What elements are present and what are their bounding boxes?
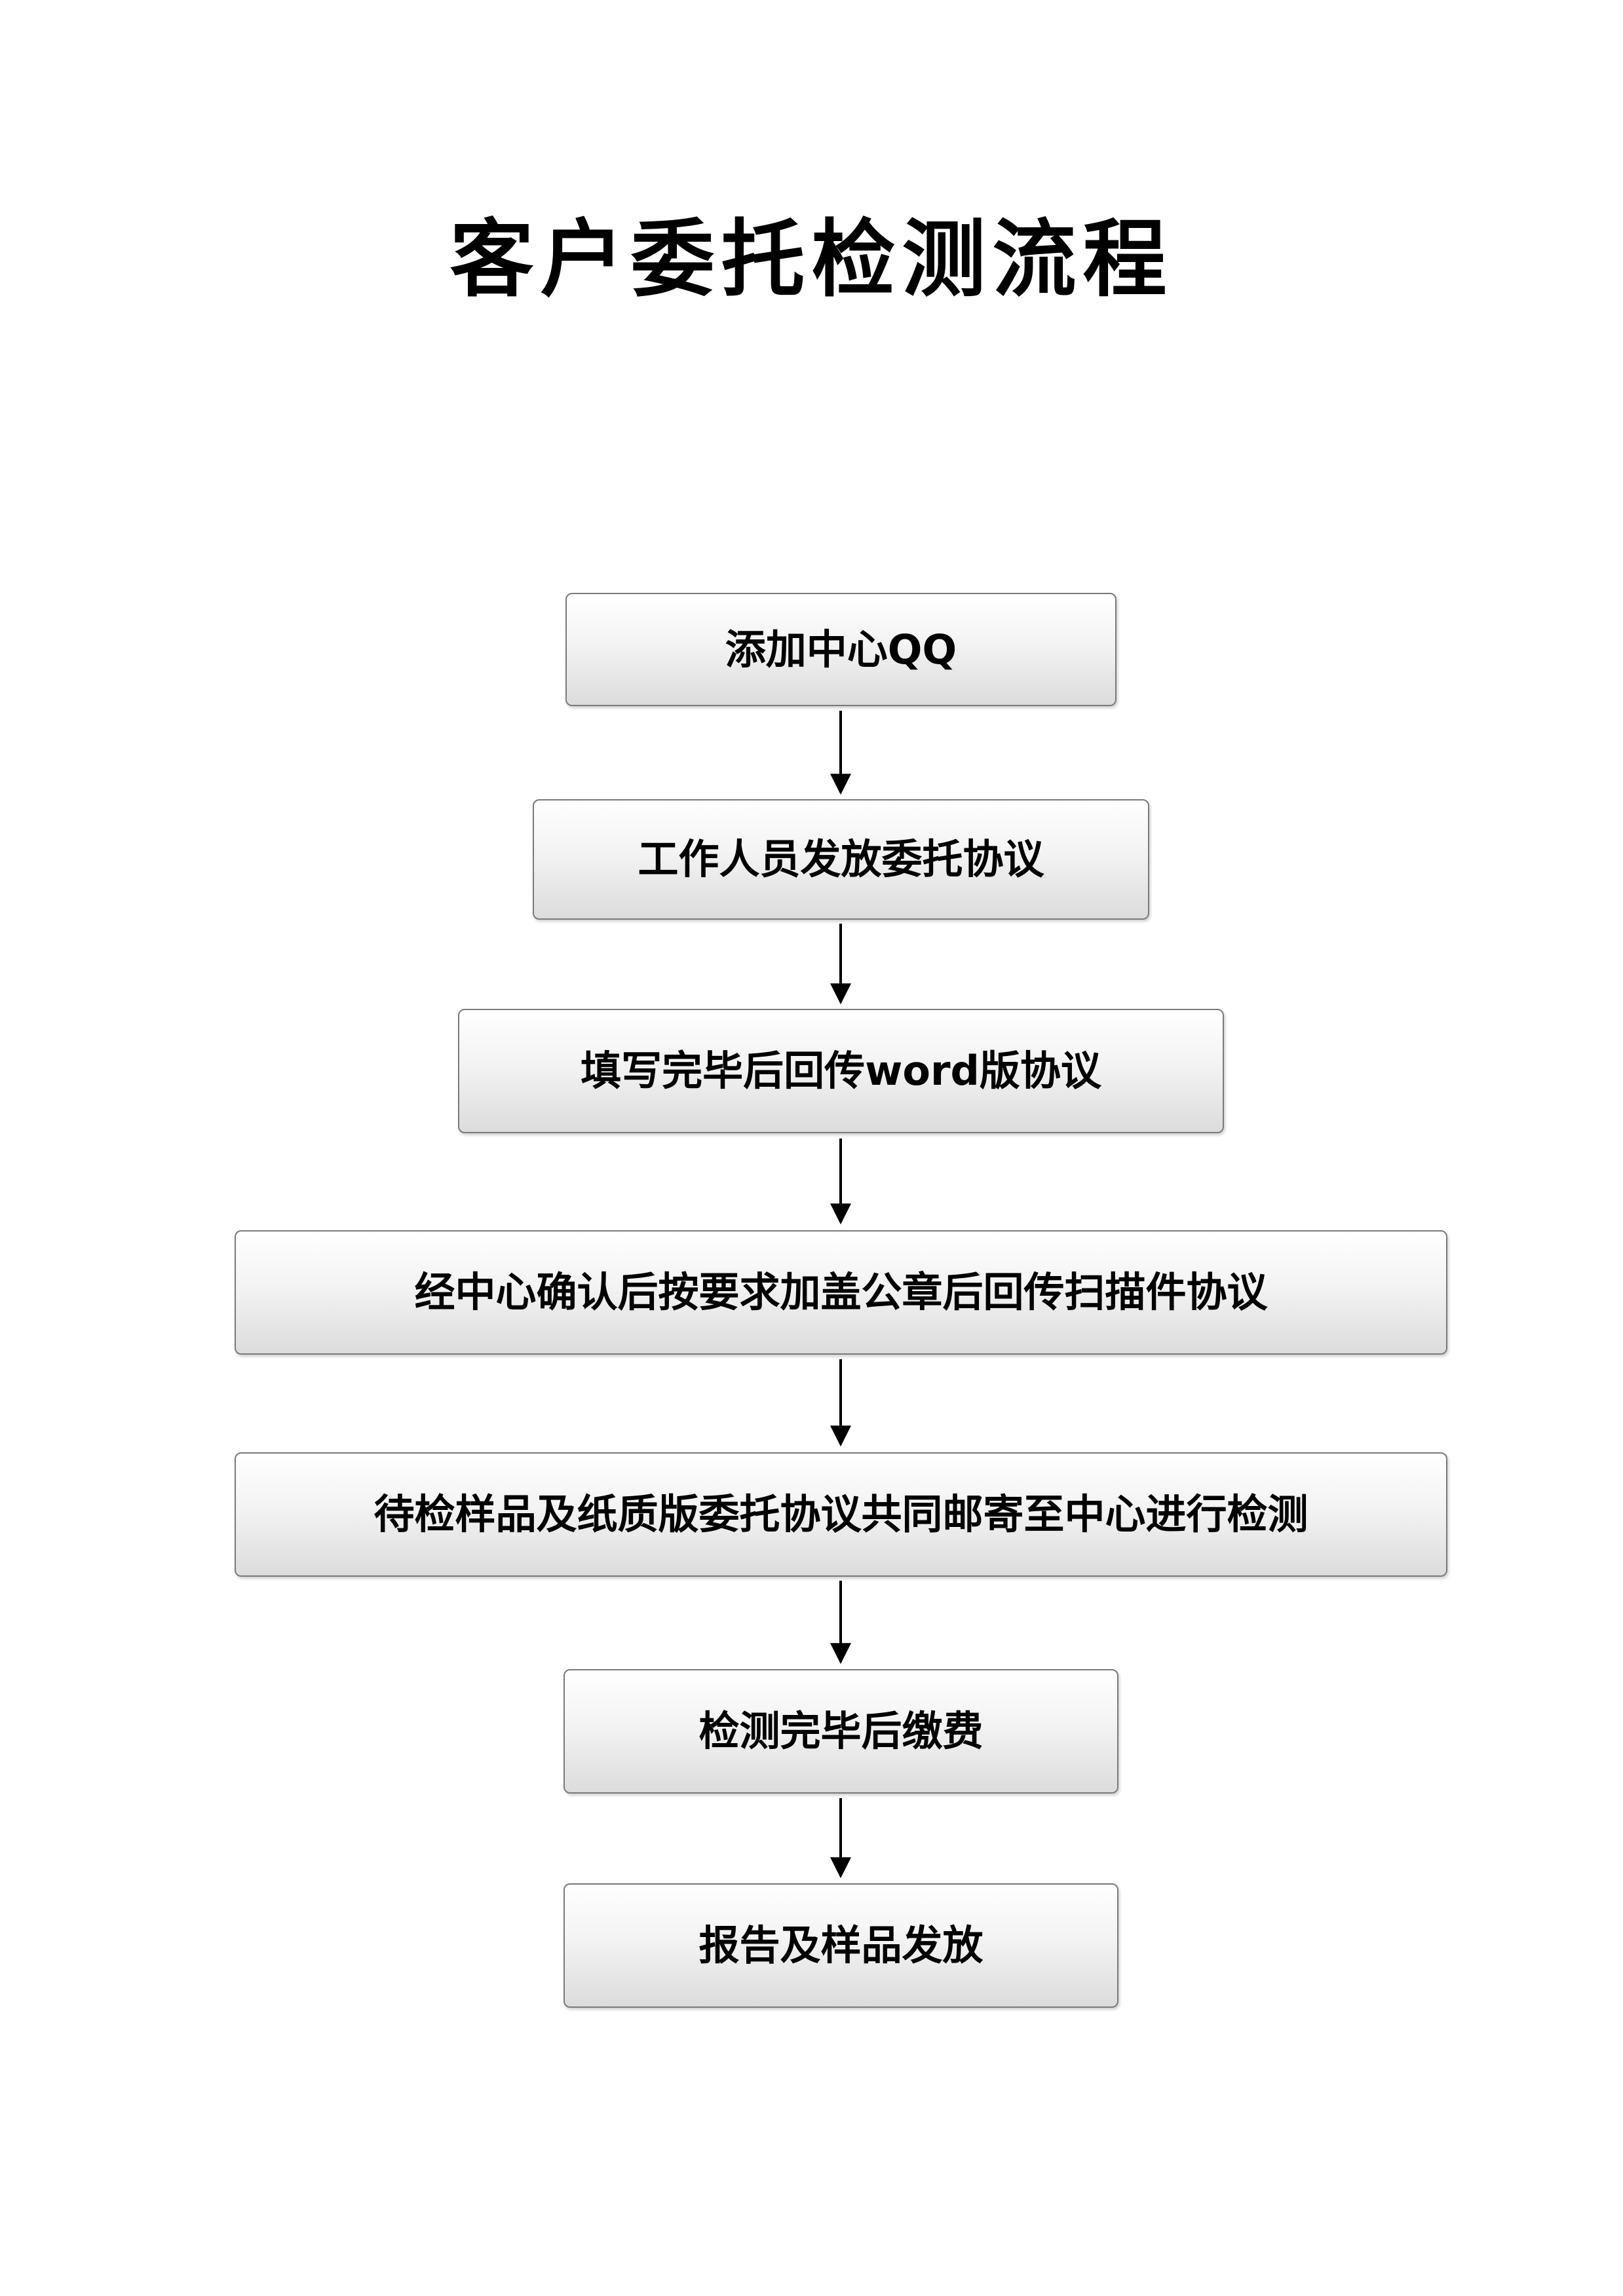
page-title: 客户委托检测流程 bbox=[449, 211, 1174, 309]
flow-step-mail-samples: 待检样品及纸质版委托协议共同邮寄至中心进行检测 bbox=[235, 1452, 1447, 1577]
flow-step-label: 报告及样品发放 bbox=[698, 1921, 983, 1969]
flow-step-return-word-agreement: 填写完毕后回传word版协议 bbox=[458, 1009, 1224, 1133]
flow-step-label: 添加中心QQ bbox=[725, 625, 957, 673]
flow-step-pay-fees: 检测完毕后缴费 bbox=[563, 1669, 1118, 1794]
flow-step-label: 检测完毕后缴费 bbox=[698, 1707, 983, 1755]
flow-step-report-release: 报告及样品发放 bbox=[563, 1883, 1118, 2008]
flow-step-add-qq: 添加中心QQ bbox=[565, 593, 1117, 706]
flow-step-issue-agreement: 工作人员发放委托协议 bbox=[533, 799, 1149, 920]
flow-step-label: 填写完毕后回传word版协议 bbox=[581, 1047, 1101, 1095]
flow-step-label: 经中心确认后按要求加盖公章后回传扫描件协议 bbox=[414, 1268, 1268, 1316]
flow-step-label: 工作人员发放委托协议 bbox=[638, 835, 1044, 883]
flow-step-label: 待检样品及纸质版委托协议共同邮寄至中心进行检测 bbox=[373, 1490, 1308, 1538]
flow-step-stamp-scan-agreement: 经中心确认后按要求加盖公章后回传扫描件协议 bbox=[235, 1230, 1447, 1355]
